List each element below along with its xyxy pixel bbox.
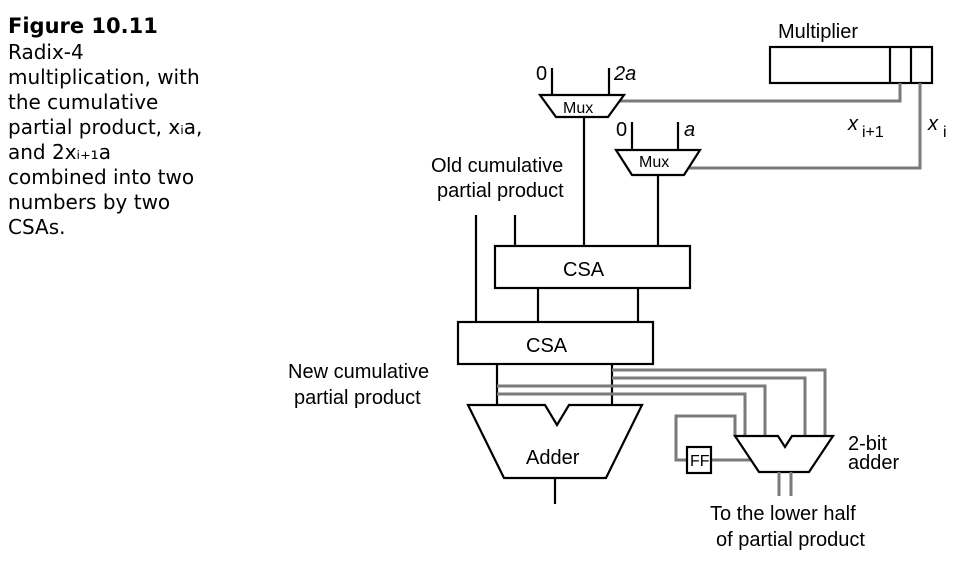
new-cpp-label-1: New cumulative: [288, 361, 429, 383]
new-cpp-label-2: partial product: [294, 387, 421, 409]
mux-lower-body: [613, 148, 703, 177]
main-adder: Adder: [466, 403, 644, 480]
multiplier-label: Multiplier: [778, 21, 858, 43]
flip-flop-box: [685, 445, 713, 475]
old-cpp-label-1: Old cumulative: [431, 155, 563, 177]
xi-subscript: i: [943, 124, 947, 141]
xi1-label: x: [847, 113, 859, 135]
xi-select-wire: [672, 83, 922, 170]
csa-lower: CSA: [456, 320, 655, 366]
low-bit-wire: [612, 376, 807, 436]
low-bit-wire: [612, 368, 827, 436]
csa-upper-box: [493, 244, 692, 290]
mux-upper-body: [537, 93, 627, 119]
mux-lower: Mux 0 a: [613, 119, 703, 177]
figure-caption: Figure 10.11 Radix-4 multiplication, wit…: [8, 12, 238, 240]
caption-line: the cumulative: [8, 90, 159, 114]
multiplier-register-box: [768, 45, 934, 85]
caption-line: Radix-4: [8, 40, 84, 64]
two-bit-adder-body: [732, 434, 836, 474]
mux-upper: Mux 0 2a: [536, 63, 636, 119]
two-bit-adder-label-2: adder: [848, 452, 899, 474]
main-adder-label: Adder: [526, 447, 580, 469]
multiplier-register: Multiplier: [768, 21, 934, 85]
mux-upper-in0-label: 0: [536, 63, 547, 85]
flip-flop-label: FF: [690, 453, 710, 470]
low-bit-wire: [497, 384, 767, 436]
mux-lower-in1-label: a: [684, 119, 695, 141]
caption-line: partial product, xᵢa,: [8, 115, 203, 139]
carry-feedback-wire: [674, 414, 737, 462]
csa-lower-label: CSA: [526, 335, 568, 357]
flip-flop: FF: [685, 445, 713, 475]
xi-label: x: [927, 113, 939, 135]
mux-upper-in1-label: 2a: [613, 63, 636, 85]
lower-half-label-1: To the lower half: [710, 503, 856, 525]
csa-upper: CSA: [493, 244, 692, 290]
caption-line: and 2xᵢ₊₁a: [8, 140, 111, 164]
csa-upper-label: CSA: [563, 259, 605, 281]
csa-lower-box: [456, 320, 655, 366]
low-bit-wire: [497, 392, 747, 436]
caption-line: CSAs.: [8, 215, 66, 239]
caption-line: numbers by two: [8, 190, 171, 214]
main-adder-body: [466, 403, 644, 480]
old-cpp-label-2: partial product: [437, 180, 564, 202]
caption-line: combined into two: [8, 165, 195, 189]
mux-lower-label: Mux: [639, 154, 669, 171]
xi1-subscript: i+1: [862, 124, 884, 141]
caption-line: multiplication, with: [8, 65, 200, 89]
lower-half-label-2: of partial product: [716, 529, 865, 551]
mux-lower-in0-label: 0: [616, 119, 627, 141]
two-bit-adder: 2-bit adder: [732, 433, 899, 474]
two-bit-adder-label-1: 2-bit: [848, 433, 887, 455]
xi1-select-wire: [610, 83, 902, 103]
mux-upper-label: Mux: [563, 100, 593, 117]
figure-title: Figure 10.11: [8, 14, 158, 38]
